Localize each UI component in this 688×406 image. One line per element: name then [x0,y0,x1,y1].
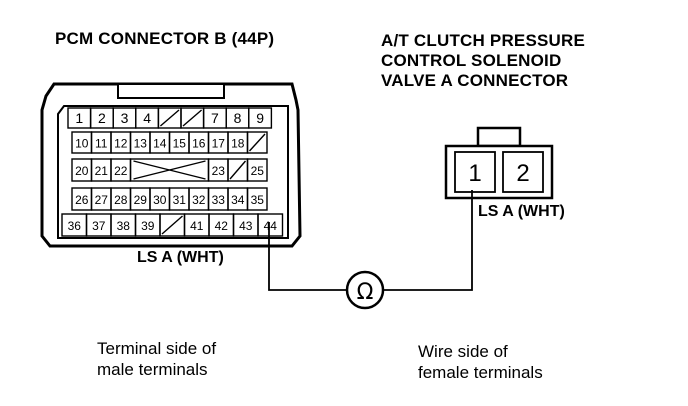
solenoid-connector-lock [476,126,522,148]
pcm-terminal-number: 7 [211,110,219,126]
solenoid-pin-2: 2 [516,160,529,187]
blank-block-cross [133,160,206,180]
pcm-caption-line1: Terminal side of [97,339,217,358]
pcm-terminal-number: 26 [75,193,89,207]
pcm-terminal-number: 8 [234,110,242,126]
pcm-terminal-number: 28 [114,193,128,207]
solenoid-connector-title-line1: A/T CLUTCH PRESSURE [381,31,586,50]
pcm-terminal-number: 37 [92,219,106,233]
pcm-terminal-number: 14 [153,137,167,151]
empty-cavity-mark [229,160,247,180]
pcm-blank-block [129,158,210,182]
pcm-terminal-number: 18 [231,137,245,151]
pcm-cell [248,107,273,129]
solenoid-pin-1: 1 [468,160,481,187]
test-circuit: Ω [268,190,473,310]
pcm-terminal-number: 16 [192,137,206,151]
pcm-terminal-number: 38 [117,219,131,233]
pcm-terminal-number: 31 [173,193,187,207]
pcm-terminal-number: 25 [251,164,265,178]
pcm-cell [246,187,268,211]
pcm-terminal-number: 13 [134,137,148,151]
solenoid-wire-label: LS A (WHT) [478,203,565,220]
empty-cavity-mark [161,215,183,235]
pcm-connector-title: PCM CONNECTOR B (44P) [55,29,275,48]
solenoid-pin-1-cell [454,151,496,193]
pcm-terminal-number: 30 [153,193,167,207]
pcm-terminal-number: 41 [190,219,204,233]
pcm-connector-inner-frame [57,105,289,239]
pcm-terminal-number: 1 [75,110,83,126]
pcm-terminal-number: 27 [95,193,109,207]
pcm-terminal-number: 33 [212,193,226,207]
pcm-terminal-number: 20 [75,164,89,178]
pcm-terminal-number: 29 [134,193,148,207]
ohmmeter-icon [345,270,385,310]
pcm-terminal-number: 17 [212,137,226,151]
test-wire-right [383,190,473,291]
pcm-terminal-number: 4 [143,110,151,126]
pcm-terminal-number: 12 [114,137,128,151]
solenoid-caption-line1: Wire side of [418,342,508,361]
pcm-connector-shell [40,82,302,248]
pcm-terminal-number: 10 [75,137,89,151]
pcm-terminal-number: 42 [215,219,229,233]
solenoid-connector: 1 2 [444,126,554,200]
pcm-terminal-number: 9 [256,110,264,126]
pcm-cell [246,158,268,182]
pcm-cell [257,213,284,237]
pcm-terminal-number: 2 [98,110,106,126]
pcm-terminal-number: 23 [212,164,226,178]
pcm-terminal-number: 15 [173,137,187,151]
solenoid-pin-2-cell [502,151,544,193]
pcm-terminal-number: 35 [251,193,265,207]
pcm-terminal-number: 21 [95,164,109,178]
pcm-terminal-number: 32 [192,193,206,207]
pcm-wire-label: LS A (WHT) [137,249,224,266]
solenoid-connector-body [444,144,554,200]
pcm-terminal-number: 43 [239,219,253,233]
pcm-cell [246,131,268,154]
pcm-caption-line2: male terminals [97,360,208,379]
empty-cavity-mark [159,109,180,127]
test-wire-left [268,222,347,291]
empty-cavity-mark [248,133,266,152]
pcm-connector-lock-tab [117,83,225,99]
pcm-terminal-number: 44 [264,219,278,233]
pcm-terminal-number: 39 [141,219,155,233]
pcm-terminal-number: 34 [231,193,245,207]
pcm-terminal-number: 22 [114,164,128,178]
pcm-terminal-number: 3 [121,110,129,126]
ohm-symbol: Ω [357,280,374,305]
empty-cavity-mark [182,109,203,127]
pcm-terminal-number: 36 [68,219,82,233]
solenoid-connector-title-line3: VALVE A CONNECTOR [381,71,569,90]
solenoid-caption-line2: female terminals [418,363,543,382]
solenoid-connector-title-line2: CONTROL SOLENOID [381,51,562,70]
pcm-terminal-number: 11 [95,137,108,151]
